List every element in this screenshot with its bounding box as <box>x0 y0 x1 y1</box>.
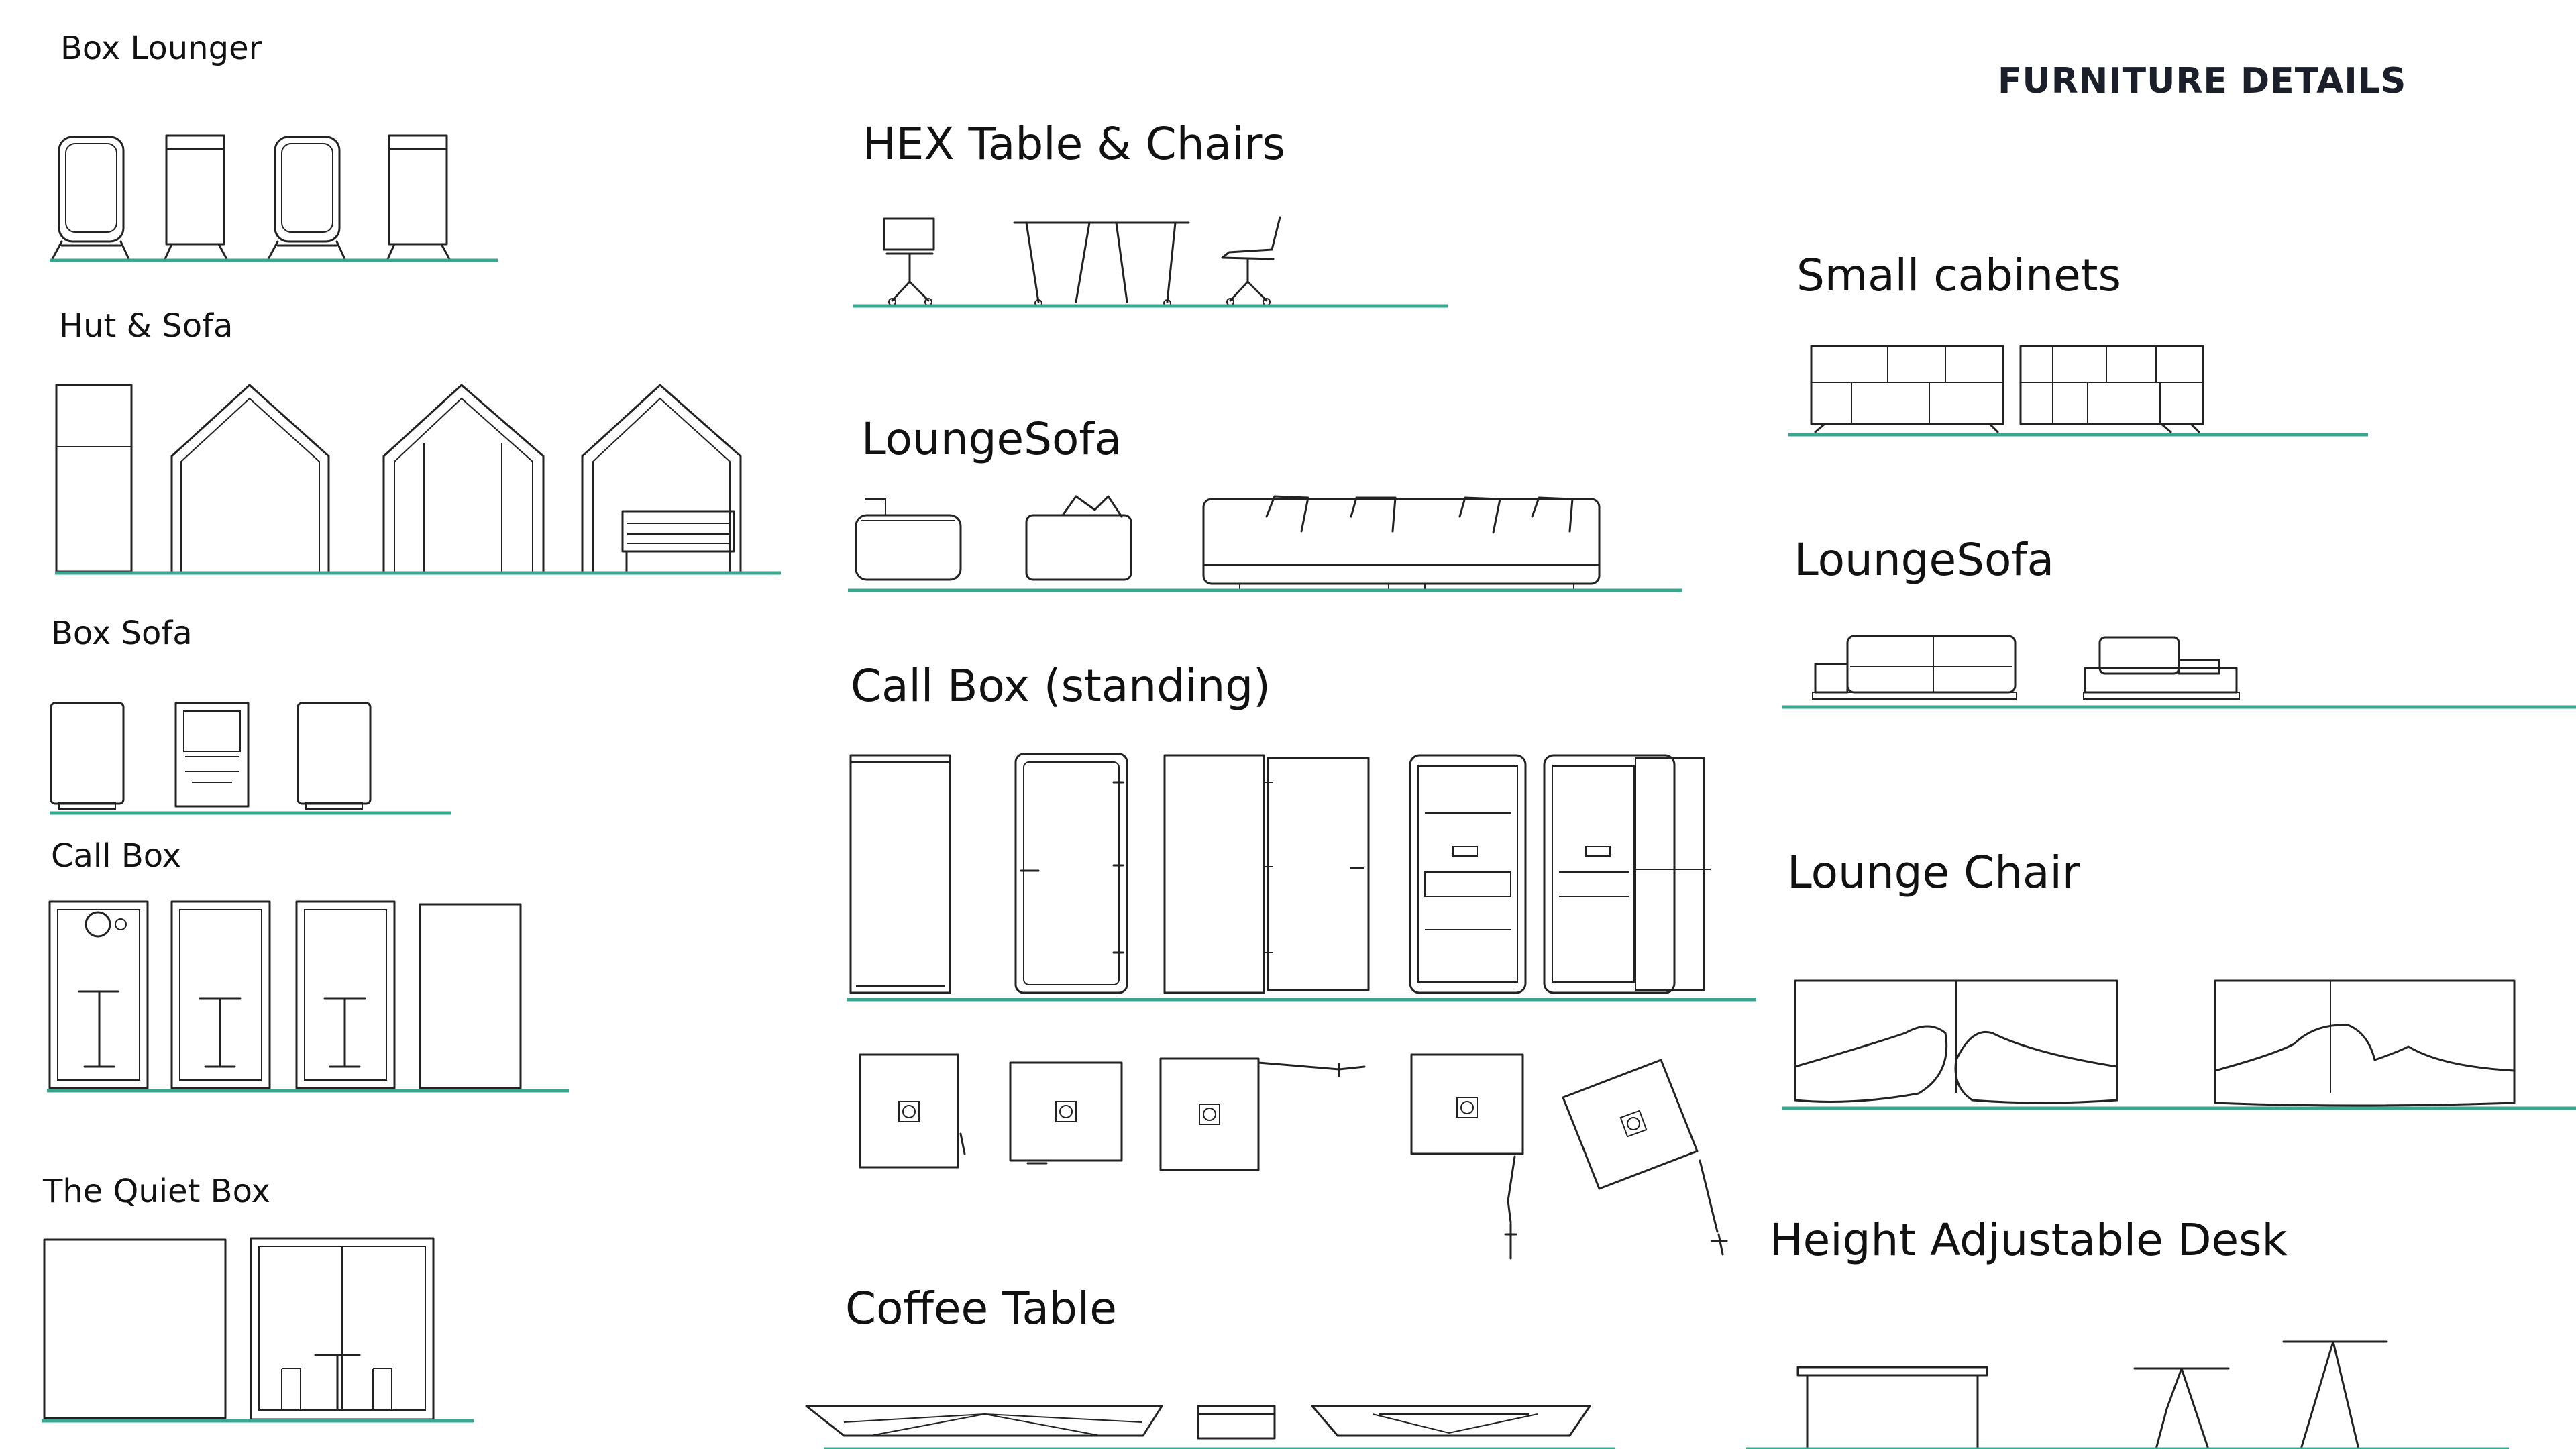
label-small-cabinets: Small cabinets <box>1796 250 2121 301</box>
quiet-box-drawings <box>43 1237 435 1421</box>
label-hex-table: HEX Table & Chairs <box>863 118 1285 170</box>
lounge-sofa-center-drawings <box>855 495 1601 589</box>
lounge-chair-drawings <box>1794 979 2516 1107</box>
coffee-table-drawings <box>805 1405 1591 1440</box>
hex-table-chairs-drawings <box>883 216 1281 307</box>
label-box-sofa: Box Sofa <box>51 614 193 652</box>
call-box-drawings <box>48 900 522 1089</box>
label-lounge-sofa-right: LoungeSofa <box>1794 534 2055 586</box>
label-height-desk: Height Adjustable Desk <box>1770 1214 2288 1266</box>
lounge-sofa-right-drawings <box>1812 635 2240 700</box>
call-box-standing-plans <box>859 1053 1728 1260</box>
label-hut-sofa: Hut & Sofa <box>59 307 233 345</box>
height-desk-drawings <box>1796 1340 2388 1449</box>
hut-sofa-drawings <box>55 384 742 573</box>
label-quiet-box: The Quiet Box <box>43 1173 270 1210</box>
box-sofa-drawings <box>50 702 372 810</box>
label-call-box-standing: Call Box (standing) <box>851 660 1271 712</box>
call-box-standing-elevations <box>849 753 1711 994</box>
small-cabinets-drawings <box>1810 345 2204 433</box>
label-call-box: Call Box <box>51 837 182 875</box>
page-title: FURNITURE DETAILS <box>1998 61 2407 101</box>
box-lounger-drawings <box>51 134 451 260</box>
label-lounge-chair: Lounge Chair <box>1787 847 2080 898</box>
label-box-lounger: Box Lounger <box>60 30 262 67</box>
label-coffee-table: Coffee Table <box>845 1283 1117 1334</box>
label-lounge-sofa: LoungeSofa <box>861 413 1122 465</box>
